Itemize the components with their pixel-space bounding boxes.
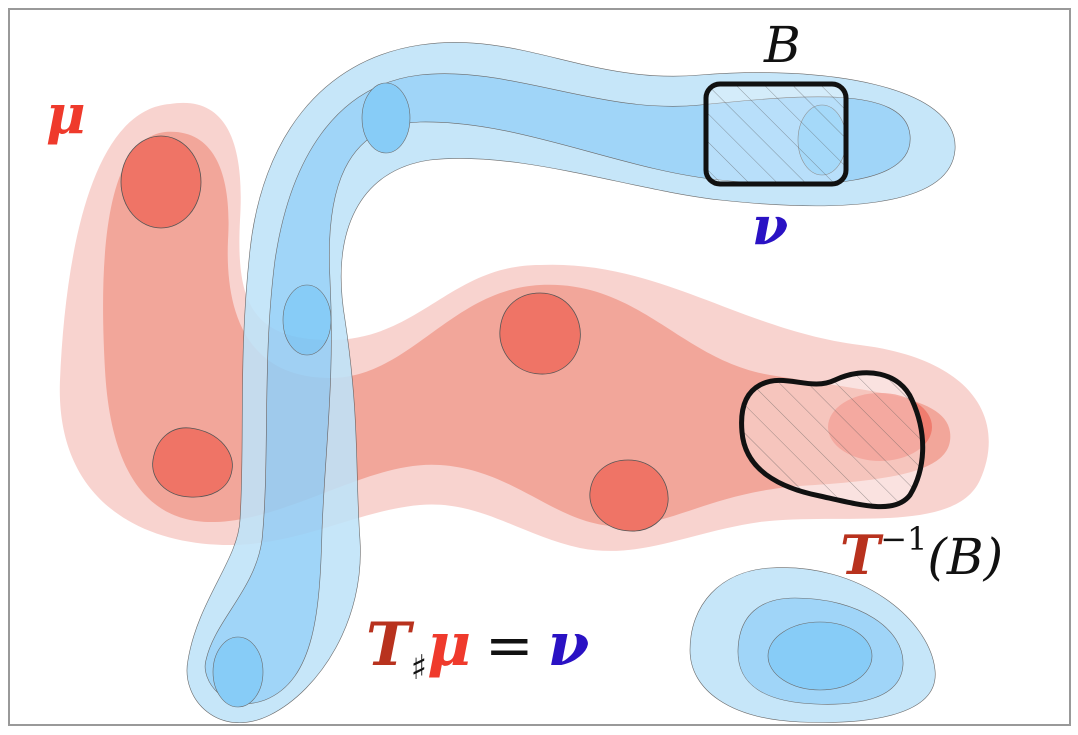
set-b-hatch: [706, 84, 846, 184]
mu-core-4: [589, 459, 669, 532]
push-equals: =: [485, 611, 534, 679]
nu-core-3: [212, 636, 264, 708]
nu-core-2: [282, 284, 332, 356]
nu-label: ν: [752, 196, 788, 257]
pushforward-equation: T♯μ=ν: [366, 610, 589, 688]
mu-core-2: [152, 427, 233, 498]
preimage-hatch: [741, 372, 923, 507]
set-b-outline: [703, 81, 849, 187]
push-mu: μ: [427, 610, 471, 680]
preimage-exponent: −1: [880, 520, 927, 558]
mu-label: μ: [46, 82, 86, 146]
set-b: [703, 81, 849, 187]
push-t: T: [366, 610, 415, 680]
push-nu: ν: [548, 610, 590, 680]
nu-core-1: [361, 82, 411, 154]
nu-island-core: [767, 621, 873, 691]
mu-core-3: [499, 292, 581, 375]
preimage-outline: [739, 370, 926, 510]
preimage-label: T−1(B): [840, 520, 1003, 587]
set-b-label: B: [763, 16, 801, 74]
preimage-t: T: [840, 523, 884, 587]
preimage-argument: (B): [927, 528, 1003, 586]
mu-core-1: [120, 135, 202, 229]
push-sharp: ♯: [411, 648, 427, 688]
preimage-set: [739, 370, 926, 510]
